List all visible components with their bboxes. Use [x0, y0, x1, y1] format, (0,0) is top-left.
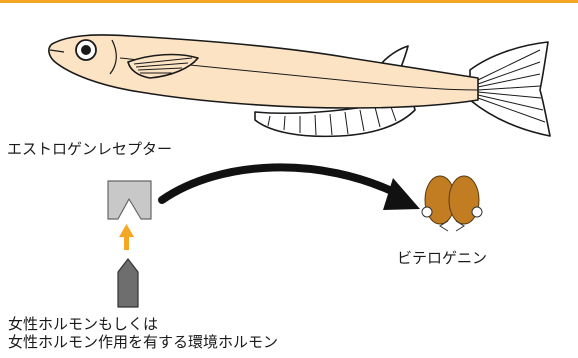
- estrogen-receptor-label: エストロゲンレセプター: [7, 140, 172, 158]
- hormone-label-line1: 女性ホルモンもしくは: [8, 315, 278, 333]
- fish-tail-fin: [470, 42, 550, 136]
- vitellogenin-right-dot: [472, 207, 482, 217]
- fish-pupil: [81, 45, 91, 55]
- hormone-label-line2: 女性ホルモン作用を有する環境ホルモン: [8, 333, 278, 351]
- binding-arrow: [119, 224, 134, 250]
- hormone-label: 女性ホルモンもしくは 女性ホルモン作用を有する環境ホルモン: [8, 315, 278, 351]
- fish-body: [49, 35, 478, 108]
- vitellogenin-label: ビテロゲニン: [397, 249, 487, 267]
- top-border: [0, 0, 578, 3]
- vitellogenin-molecule: [422, 176, 482, 231]
- induction-arrow-head: [383, 178, 420, 210]
- vitellogenin-left-dot: [422, 207, 432, 217]
- induction-arrow: [162, 167, 400, 200]
- medaka-fish: [49, 35, 550, 136]
- receptor-shape: [108, 181, 151, 219]
- hormone-shape: [118, 259, 138, 307]
